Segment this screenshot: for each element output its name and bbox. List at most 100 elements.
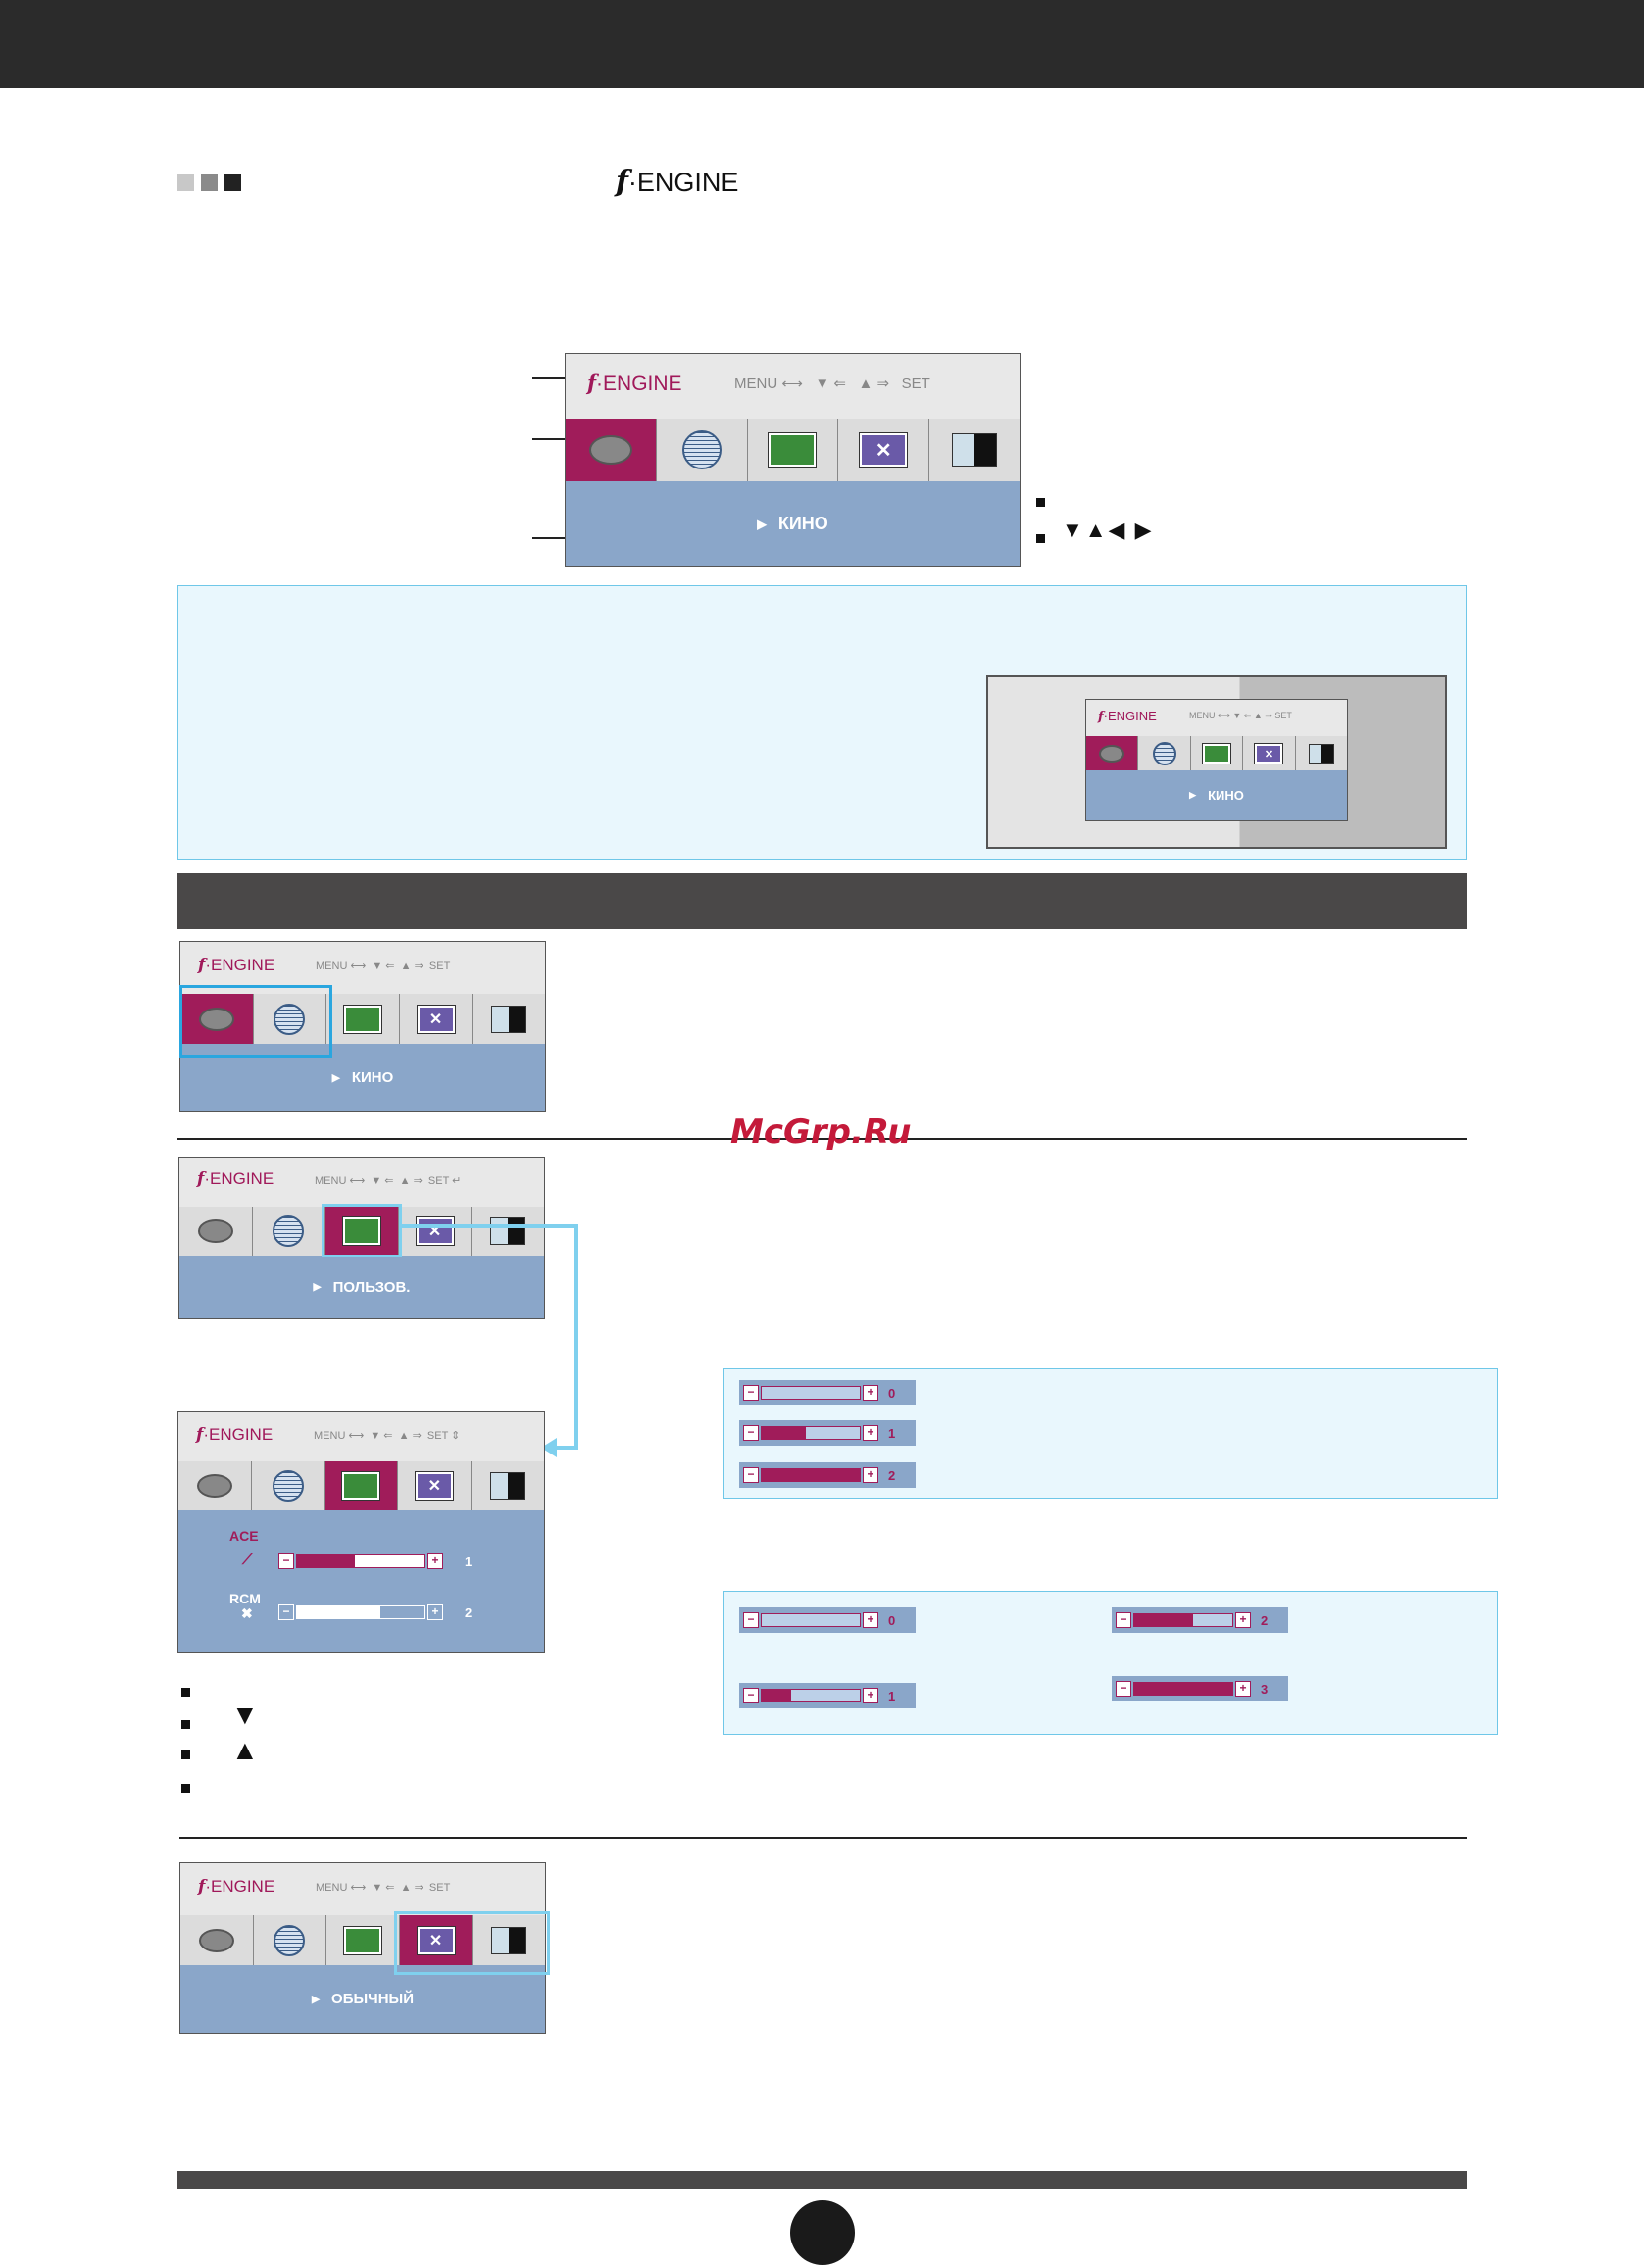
film-reel-icon (198, 1929, 234, 1952)
photo-icon (342, 1005, 382, 1034)
minus-icon: − (743, 1425, 759, 1441)
mode-internet-tab[interactable] (254, 1915, 327, 1966)
mode-user-tab[interactable] (1191, 736, 1244, 771)
footer-bar (177, 2171, 1467, 2189)
osd-title: f·ENGINE (198, 1877, 275, 1897)
mode-internet-tab[interactable] (254, 994, 327, 1045)
mode-user-tab[interactable] (324, 1461, 399, 1510)
mode-demo-tab[interactable] (472, 1461, 544, 1510)
mode-internet-tab[interactable] (253, 1207, 326, 1256)
connector-line (402, 1224, 578, 1228)
osd-header: f·ENGINE MENU ⟷ ▼ ⇐ ▲ ⇒ SET ↵ (179, 1158, 544, 1208)
rcm-level-slider: −+1 (743, 1686, 895, 1705)
photo-icon (341, 1216, 381, 1246)
mode-movie-tab[interactable] (566, 419, 657, 481)
mode-user-tab[interactable] (326, 1915, 400, 1966)
osd-header: f·ENGINE MENU ⟷ ▼ ⇐ ▲ ⇒ SET (1086, 700, 1347, 737)
film-reel-icon (198, 1008, 234, 1031)
rcm-level-fill (762, 1690, 791, 1701)
rcm-label: RCM (229, 1591, 261, 1606)
mode-demo-tab[interactable] (472, 1207, 544, 1256)
bullet (181, 1688, 190, 1697)
mode-normal-tab[interactable]: ✕ (1243, 736, 1296, 771)
divider (179, 1837, 1467, 1839)
ace-level-value: 0 (888, 1385, 896, 1401)
highlight-frame (394, 1911, 550, 1975)
osd-normal: f·ENGINE MENU ⟷ ▼ ⇐ ▲ ⇒ SET ✕ ▶ОБЫЧНЫЙ (179, 1862, 546, 2034)
mode-internet-tab[interactable] (252, 1461, 325, 1510)
mode-demo-tab[interactable] (929, 419, 1020, 481)
close-icon: ✕ (415, 1216, 455, 1246)
globe-icon (273, 1215, 305, 1247)
mode-user-tab[interactable] (748, 419, 839, 481)
photo-icon (341, 1471, 381, 1501)
osd-title: f·ENGINE (587, 370, 682, 395)
divider (177, 1138, 1467, 1140)
film-reel-icon (1099, 745, 1125, 763)
down-arrow-icon: ▼ (231, 1700, 259, 1730)
globe-icon (1152, 742, 1176, 765)
mode-demo-tab[interactable] (473, 994, 545, 1045)
callout-line-2 (532, 438, 565, 440)
rcm-level-track (1133, 1682, 1233, 1696)
rcm-slider[interactable]: − + 2 (278, 1602, 472, 1622)
rcm-level-slider: −+3 (1116, 1679, 1268, 1699)
osd-icon-row: ✕ (178, 1461, 544, 1511)
rcm-value: 2 (465, 1604, 473, 1620)
mode-movie-tab[interactable] (1086, 736, 1139, 771)
close-icon: ✕ (1254, 743, 1284, 764)
globe-icon (681, 430, 722, 469)
bullet (181, 1750, 190, 1759)
mode-user-tab[interactable] (325, 1207, 399, 1256)
mode-normal-tab[interactable]: ✕ (838, 419, 930, 481)
ace-value: 1 (465, 1553, 473, 1569)
top-bar (0, 0, 1644, 88)
mode-internet-tab[interactable] (657, 419, 748, 481)
minus-icon: − (743, 1612, 759, 1628)
osd-controls: MENU ⟷ ▼ ⇐ ▲ ⇒ SET ⇕ (314, 1430, 461, 1442)
mode-demo-tab[interactable] (473, 1915, 545, 1966)
mode-movie-tab[interactable] (178, 1461, 252, 1510)
close-icon: ✕ (415, 1471, 455, 1501)
ace-level-slider: −+0 (743, 1383, 895, 1403)
mode-normal-tab[interactable]: ✕ (400, 994, 473, 1045)
rcm-level-3: −+3 (1112, 1676, 1288, 1701)
ace-level-2: −+2 (739, 1462, 916, 1488)
ace-level-0: −+0 (739, 1380, 916, 1405)
mode-internet-tab[interactable] (1138, 736, 1191, 771)
plus-icon: + (427, 1553, 443, 1569)
plus-icon: + (863, 1425, 878, 1441)
ace-level-slider: − +1 (743, 1423, 895, 1443)
osd-header: f·ENGINE MENU ⟷ ▼ ⇐ ▲ ⇒ SET (566, 354, 1020, 419)
rcm-level-value: 0 (888, 1612, 896, 1628)
minus-icon: − (743, 1467, 759, 1483)
film-reel-icon (588, 435, 632, 465)
mode-normal-tab[interactable]: ✕ (399, 1915, 473, 1966)
osd-title: f·ENGINE (197, 1169, 274, 1189)
mode-movie-tab[interactable] (180, 1915, 254, 1966)
mode-movie-tab[interactable] (180, 994, 254, 1045)
mode-movie-tab[interactable] (179, 1207, 253, 1256)
globe-icon (274, 1925, 306, 1956)
minus-icon: − (1116, 1612, 1131, 1628)
rcm-level-slider: − +0 (743, 1610, 895, 1630)
mode-normal-tab[interactable]: ✕ (399, 1207, 473, 1256)
ace-level-track (761, 1468, 861, 1482)
bullet (181, 1720, 190, 1729)
rcm-level-track (761, 1689, 861, 1702)
plus-icon: + (863, 1612, 878, 1628)
osd-controls: MENU ⟷ ▼ ⇐ ▲ ⇒ SET (316, 961, 451, 972)
osd-title: f·ENGINE (198, 956, 275, 975)
osd-mode-label: ▶КИНО (566, 481, 1020, 566)
plus-icon: + (1235, 1681, 1251, 1697)
ace-level-value: 1 (888, 1425, 896, 1441)
bullet (1036, 498, 1045, 507)
mode-user-tab[interactable] (326, 994, 400, 1045)
mode-name: КИНО (351, 1069, 394, 1086)
osd-user: f·ENGINE MENU ⟷ ▼ ⇐ ▲ ⇒ SET ↵ ✕ ▶ПОЛЬЗОВ… (178, 1157, 545, 1319)
ace-slider[interactable]: − + 1 (278, 1552, 472, 1571)
mode-demo-tab[interactable] (1296, 736, 1347, 771)
mode-normal-tab[interactable]: ✕ (398, 1461, 473, 1510)
ace-level-track (761, 1386, 861, 1400)
osd-icon-row: ✕ (566, 419, 1020, 482)
